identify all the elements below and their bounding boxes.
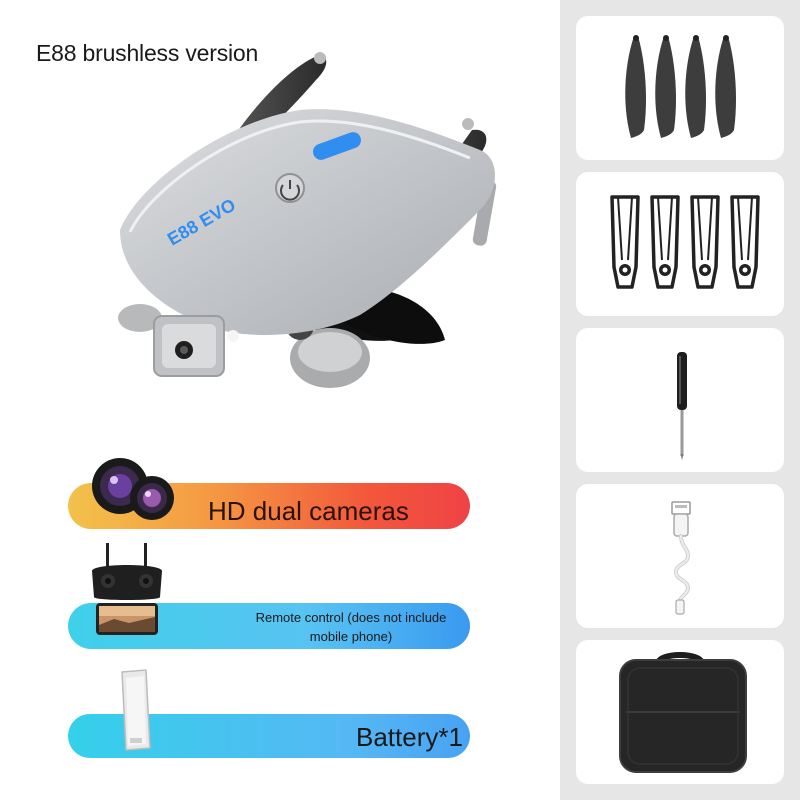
- propeller-guards-card: [576, 172, 784, 316]
- propeller-guard-icon: [610, 195, 760, 289]
- propeller-icon: [625, 35, 736, 138]
- usb-cable-icon: [671, 501, 691, 615]
- battery-icon: [116, 668, 156, 757]
- screwdriver-card: [576, 328, 784, 472]
- propellers-card: [576, 16, 784, 160]
- product-title: E88 brushless version: [36, 40, 259, 66]
- feature-remote-label: Remote control (does not include mobile …: [255, 610, 447, 644]
- carry-case-card: [576, 640, 784, 784]
- drone-image: E88 EVO: [118, 52, 497, 388]
- screwdriver-icon: [677, 352, 687, 460]
- dual-camera-icon: [88, 456, 178, 533]
- feature-cameras-label: HD dual cameras: [208, 496, 409, 526]
- usb-cable-card: [576, 484, 784, 628]
- feature-battery-label: Battery*1: [356, 722, 463, 752]
- carry-case-icon: [619, 652, 747, 773]
- remote-controller-icon: [84, 541, 170, 646]
